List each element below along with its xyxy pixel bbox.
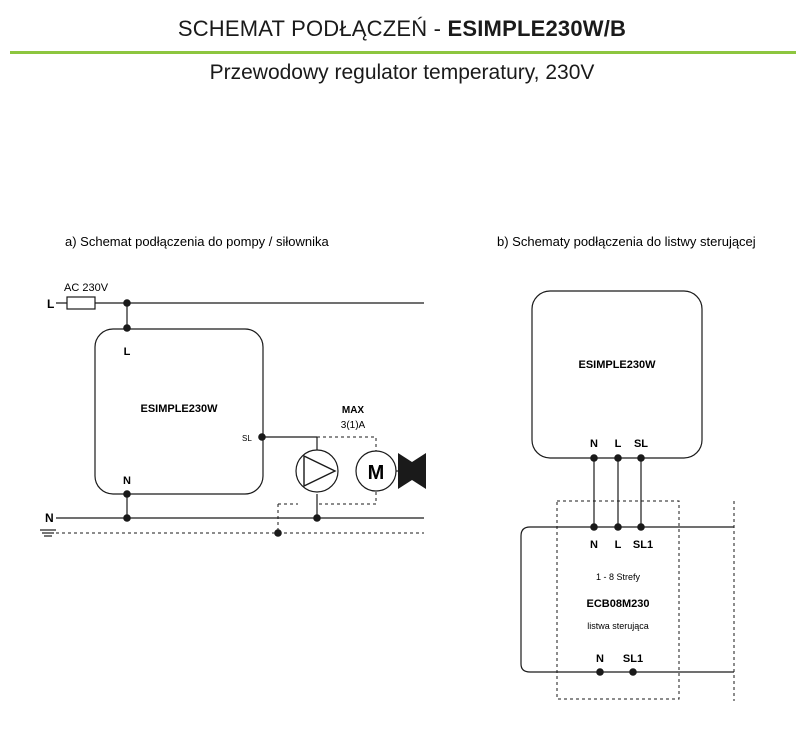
terminal-sl-a: SL bbox=[242, 434, 252, 443]
dev-terminal-n: N bbox=[590, 438, 598, 450]
junction-dot bbox=[637, 523, 645, 531]
junction-dot bbox=[614, 523, 622, 531]
device-name-b: ESIMPLE230W bbox=[578, 359, 656, 371]
fuse bbox=[66, 296, 96, 310]
motor-icon: M bbox=[355, 450, 397, 492]
motor-letter: M bbox=[368, 462, 385, 484]
junction-dot bbox=[629, 668, 637, 676]
strip-outline bbox=[520, 526, 734, 673]
junction-dot bbox=[123, 490, 131, 498]
title-prefix: SCHEMAT PODŁĄCZEŃ - bbox=[177, 16, 448, 41]
pump-icon bbox=[295, 449, 339, 493]
strip-terminal-n: N bbox=[590, 539, 598, 551]
junction-dot bbox=[258, 433, 266, 441]
page-title: SCHEMAT PODŁĄCZEŃ - ESIMPLE230W/B bbox=[0, 16, 804, 42]
strip-dashed-box bbox=[556, 500, 680, 700]
title-rule bbox=[10, 51, 796, 54]
max-rating: 3(1)A bbox=[341, 420, 366, 431]
junction-dot bbox=[274, 529, 282, 537]
line-l-label: L bbox=[47, 297, 54, 311]
diagram-b: b) Schematy podłączenia do listwy steruj… bbox=[497, 234, 756, 701]
page-subtitle: Przewodowy regulator temperatury, 230V bbox=[209, 61, 595, 84]
strip-terminal-l: L bbox=[615, 539, 622, 551]
valve-icon bbox=[396, 453, 426, 489]
max-label: MAX bbox=[342, 405, 365, 416]
strip-desc: listwa sterująca bbox=[587, 621, 649, 631]
zones-label: 1 - 8 Strefy bbox=[596, 572, 641, 582]
bottom-terminal-sl1: SL1 bbox=[623, 653, 643, 665]
terminal-l-a: L bbox=[124, 346, 131, 358]
diagram-a: a) Schemat podłączenia do pompy / siłown… bbox=[40, 234, 426, 537]
line-n-label: N bbox=[45, 511, 54, 525]
junction-dot bbox=[590, 454, 598, 462]
device-box-b bbox=[531, 290, 703, 459]
junction-dot bbox=[313, 514, 321, 522]
strip-terminal-sl1: SL1 bbox=[633, 539, 653, 551]
device-box-a bbox=[94, 328, 264, 495]
junction-dot bbox=[590, 523, 598, 531]
junction-dot bbox=[123, 299, 131, 307]
junction-dot bbox=[596, 668, 604, 676]
diagram-a-caption: a) Schemat podłączenia do pompy / siłown… bbox=[65, 234, 330, 249]
diagram-b-caption: b) Schematy podłączenia do listwy steruj… bbox=[497, 234, 756, 249]
ground-icon bbox=[40, 529, 56, 537]
junction-dot bbox=[123, 324, 131, 332]
strip-model: ECB08M230 bbox=[587, 598, 650, 610]
title-model: ESIMPLE230W/B bbox=[447, 16, 627, 41]
supply-label: AC 230V bbox=[64, 282, 109, 294]
bottom-terminal-n: N bbox=[596, 653, 604, 665]
device-name-a: ESIMPLE230W bbox=[140, 403, 218, 415]
junction-dot bbox=[123, 514, 131, 522]
junction-dot bbox=[637, 454, 645, 462]
junction-dot bbox=[614, 454, 622, 462]
dev-terminal-sl: SL bbox=[634, 438, 648, 450]
dev-terminal-l: L bbox=[615, 438, 622, 450]
terminal-n-a: N bbox=[123, 475, 131, 487]
